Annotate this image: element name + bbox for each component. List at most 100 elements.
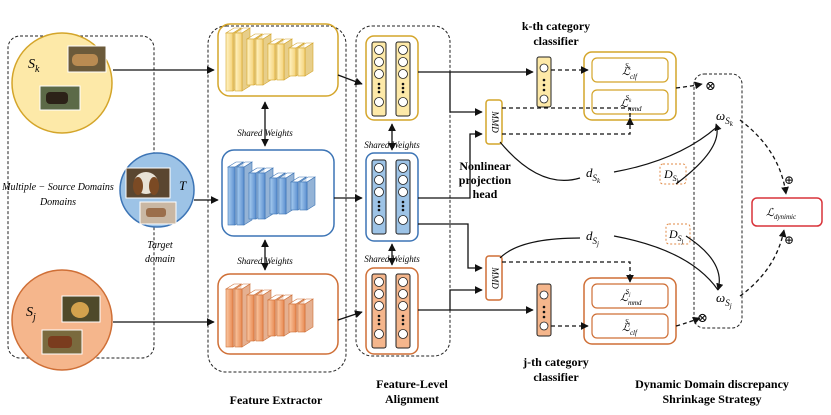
source-domains-panel: Sk T Multiple − Source Domains Domains T… [1, 32, 195, 371]
D-sj-box [665, 223, 691, 245]
loss-box-j: ℒmmdSj ℒclfSj [583, 277, 677, 345]
k-classifier-title: k-th category [522, 19, 590, 33]
svg-text:MMD: MMD [490, 266, 500, 289]
conv-layer [227, 166, 236, 226]
j-classifier [536, 283, 552, 337]
conv-layer [246, 38, 255, 86]
conv-layer [248, 172, 257, 220]
dashed-connectors [502, 66, 789, 330]
alignment-panel: Shared Weights Shared Weights Feature-Le… [355, 25, 451, 406]
loss-mmd-k: ℒmmdSk [620, 94, 642, 113]
feature-extractor-panel: Shared Weights Shared Weights Feature Ex… [207, 23, 347, 407]
D-sj-label: DSj [668, 227, 684, 245]
ellipsis-dot [377, 90, 381, 94]
source-domain-k: Sk [11, 32, 113, 134]
ellipsis-dot [401, 204, 405, 208]
conv-layer [267, 43, 276, 81]
neuron [398, 163, 408, 173]
conv-layer [299, 181, 308, 211]
conv-layer-side [304, 298, 314, 333]
neuron [374, 329, 384, 339]
k-classifier [536, 56, 552, 108]
multiple-source-label: Multiple − Source Domains [1, 182, 114, 193]
conv-layer [269, 177, 278, 215]
j-classifier-title: j-th category [522, 355, 589, 369]
conv-layer [276, 43, 285, 81]
neuron [398, 97, 408, 107]
ellipsis-dot [377, 200, 381, 204]
cnn-target [226, 161, 317, 226]
neuron [398, 175, 408, 185]
feature-extractor-title: Feature Extractor [230, 393, 323, 407]
source-j-label: Sj [26, 305, 36, 323]
svg-text:Domains: Domains [39, 197, 76, 208]
conv-layer [267, 299, 276, 337]
neuron [398, 57, 408, 67]
ellipsis-dot [377, 208, 381, 212]
neuron [398, 215, 408, 225]
svg-text:domain: domain [145, 254, 175, 265]
neuron [374, 215, 384, 225]
dynamic-strategy-panel: ⊗ ⊗ ωSk ωSj [693, 73, 743, 329]
conv-layer [290, 181, 299, 211]
svg-text:projection: projection [459, 173, 512, 187]
svg-text:classifier: classifier [533, 34, 579, 48]
svg-text:Shrinkage Strategy: Shrinkage Strategy [663, 392, 762, 406]
mmd-box-top: MMD [485, 99, 503, 145]
connectors [113, 66, 534, 326]
target-caption: Target [147, 240, 173, 251]
ellipsis-dot [401, 82, 405, 86]
conv-layer [278, 177, 287, 215]
neuron [398, 45, 408, 55]
ellipsis-dot [377, 86, 381, 90]
svg-text:head: head [473, 187, 498, 201]
conv-layer [234, 288, 243, 348]
ellipsis-dot [401, 314, 405, 318]
conv-layer [236, 166, 245, 226]
conv-layer [255, 294, 264, 342]
conv-layer [297, 47, 306, 77]
otimes-top-icon: ⊗ [705, 78, 716, 93]
conv-layer [255, 38, 264, 86]
ellipsis-dot [377, 322, 381, 326]
neuron [398, 289, 408, 299]
ellipsis-dot [401, 200, 405, 204]
conv-layer [246, 294, 255, 342]
omega-k: ωSk [716, 108, 734, 128]
neuron [398, 69, 408, 79]
d-sk-label: dSk [586, 165, 601, 185]
source-domain-j: Sj [11, 269, 113, 371]
fc-layers-target [371, 159, 411, 235]
neuron [374, 289, 384, 299]
ellipsis-dot [401, 86, 405, 90]
conv-layer [257, 172, 266, 220]
d-sj-label: dSj [586, 228, 599, 248]
neuron [374, 69, 384, 79]
neuron [374, 175, 384, 185]
svg-text:MMD: MMD [490, 110, 500, 133]
oplus-top-icon: ⊕ [784, 173, 794, 187]
oplus-bottom-icon: ⊕ [784, 233, 794, 247]
neuron [398, 277, 408, 287]
svg-text:ℒdynimic: ℒdynimic [766, 207, 797, 221]
ellipsis-dot [377, 82, 381, 86]
ellipsis-dot [401, 208, 405, 212]
ellipsis-dot [377, 314, 381, 318]
conv-layer [225, 288, 234, 348]
neuron [374, 97, 384, 107]
conv-layer [288, 303, 297, 333]
conv-layer [297, 303, 306, 333]
ellipsis-dot [401, 90, 405, 94]
ellipsis-dot [401, 318, 405, 322]
neuron [398, 301, 408, 311]
neuron [374, 57, 384, 67]
ellipsis-dot [401, 322, 405, 326]
target-label: T [179, 178, 187, 193]
discrepancy-curves [499, 123, 724, 291]
cnn-source-k [224, 27, 315, 92]
omega-j: ωSj [716, 290, 732, 310]
dynamic-loss-box: ℒdynimic [751, 197, 823, 227]
ellipsis-dot [377, 318, 381, 322]
conv-layer [288, 47, 297, 77]
